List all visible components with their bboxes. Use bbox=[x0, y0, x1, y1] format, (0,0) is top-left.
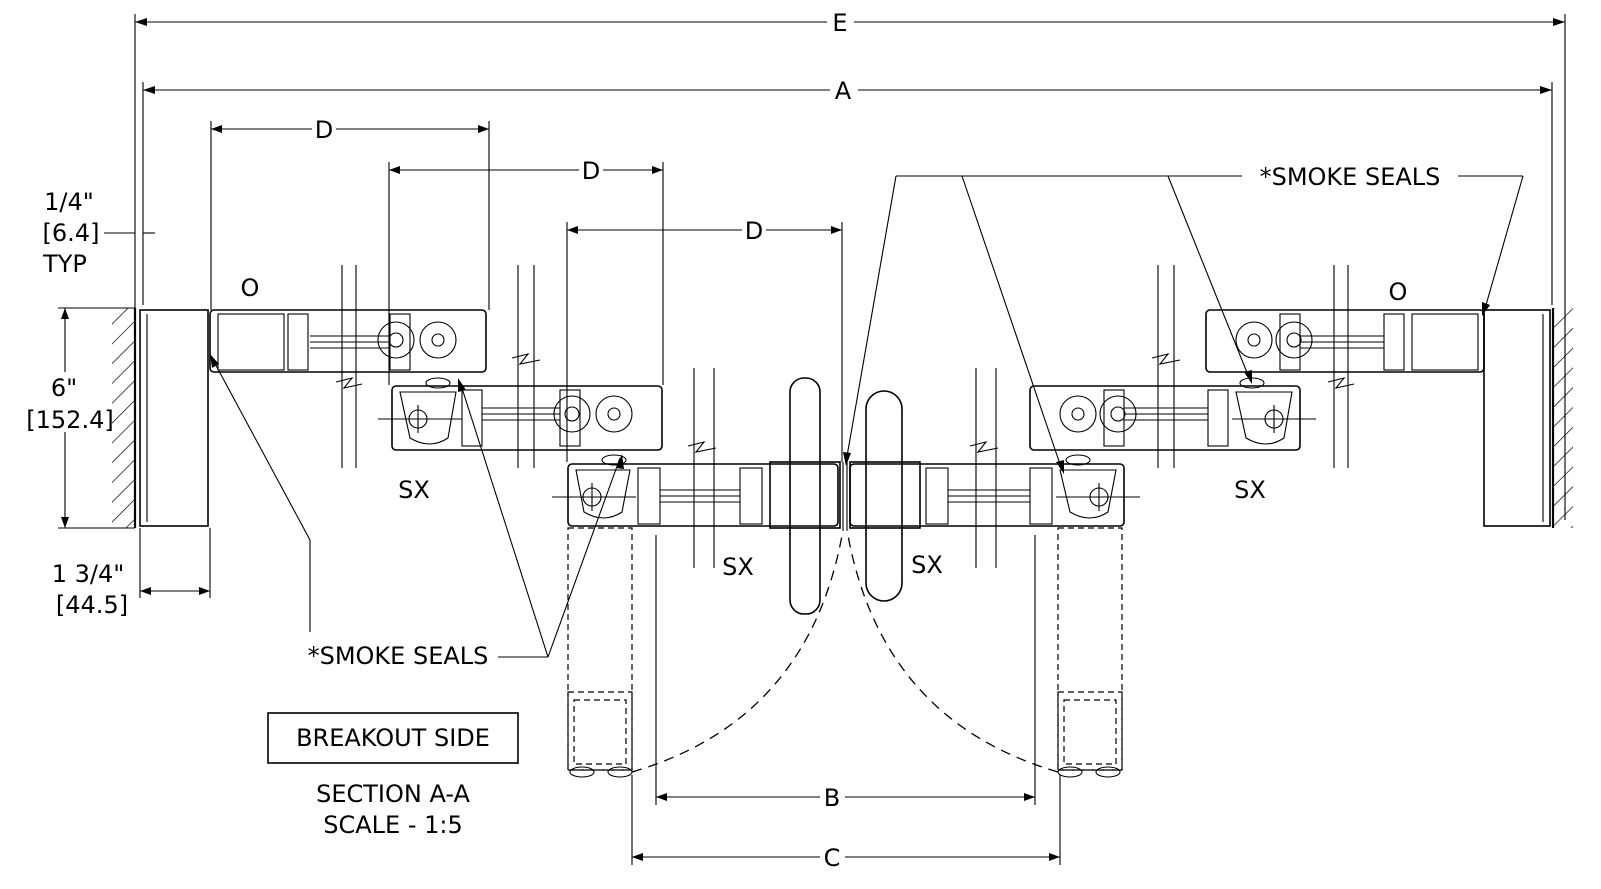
glass-left-1 bbox=[335, 265, 363, 468]
fixed-panel-left-label: O bbox=[241, 274, 260, 302]
scale-note: SCALE - 1:5 bbox=[323, 811, 463, 839]
glass-left-2 bbox=[511, 265, 541, 468]
dimension-d-1 bbox=[210, 121, 490, 310]
handle-left bbox=[769, 377, 841, 615]
smoke-seals-label-top: *SMOKE SEALS bbox=[1260, 163, 1441, 191]
dimension-d-3 bbox=[566, 222, 843, 462]
dimension-a-label: A bbox=[835, 77, 852, 105]
sx-label-left-2: SX bbox=[722, 553, 754, 581]
sliding-panel-left-2 bbox=[552, 454, 839, 527]
fixed-panel-left bbox=[209, 309, 487, 373]
sx-label-right-2: SX bbox=[911, 551, 943, 579]
jamb-depth-line1: 6" bbox=[51, 374, 77, 402]
dimension-d-2 bbox=[388, 162, 664, 385]
breakout-side-box bbox=[267, 712, 519, 764]
jamb-depth-dimension bbox=[58, 307, 135, 529]
dimension-d-2-label: D bbox=[582, 157, 600, 185]
right-jamb bbox=[1483, 309, 1551, 527]
glass-right-3 bbox=[969, 368, 999, 568]
dimension-b-label: B bbox=[824, 784, 840, 812]
fixed-panel-right bbox=[1205, 309, 1485, 373]
glass-right-1 bbox=[1327, 265, 1355, 468]
sliding-panel-left-1 bbox=[378, 377, 663, 451]
jamb-width-dimension bbox=[139, 528, 211, 598]
smoke-seals-leaders-top bbox=[843, 175, 1524, 474]
offset-note-line1: 1/4" bbox=[44, 188, 94, 216]
offset-note-line3: TYP bbox=[42, 250, 87, 278]
dimension-d-1-label: D bbox=[315, 116, 333, 144]
jamb-width-line1: 1 3/4" bbox=[52, 560, 125, 588]
sx-label-left-1: SX bbox=[398, 476, 430, 504]
left-jamb bbox=[139, 309, 209, 527]
section-title: SECTION A-A bbox=[316, 780, 470, 808]
jamb-width-line2: [44.5] bbox=[56, 591, 128, 619]
dimension-c-label: C bbox=[824, 844, 841, 872]
jamb-depth-line2: [152.4] bbox=[26, 406, 113, 434]
glass-left-3 bbox=[687, 368, 717, 568]
breakout-panel-right bbox=[846, 527, 1123, 778]
smoke-seals-label-bottom: *SMOKE SEALS bbox=[308, 642, 489, 670]
handle-right bbox=[849, 390, 921, 602]
sx-label-right-1: SX bbox=[1234, 476, 1266, 504]
sliding-panel-right-2 bbox=[849, 454, 1140, 527]
breakout-panel-left bbox=[567, 527, 844, 778]
sliding-panel-right-1 bbox=[1029, 377, 1316, 451]
breakout-side-label: BREAKOUT SIDE bbox=[296, 724, 490, 752]
dimension-d-3-label: D bbox=[745, 217, 763, 245]
fixed-panel-right-label: O bbox=[1389, 278, 1408, 306]
offset-note-line2: [6.4] bbox=[43, 219, 100, 247]
left-wall bbox=[112, 308, 137, 528]
dimension-e-label: E bbox=[832, 9, 847, 37]
dimension-a bbox=[142, 82, 1553, 305]
glass-right-2 bbox=[1151, 265, 1181, 468]
dimension-b bbox=[655, 535, 1036, 805]
right-wall bbox=[1551, 308, 1573, 528]
dimension-c bbox=[631, 775, 1061, 865]
smoke-seals-leaders-bottom bbox=[210, 354, 624, 658]
